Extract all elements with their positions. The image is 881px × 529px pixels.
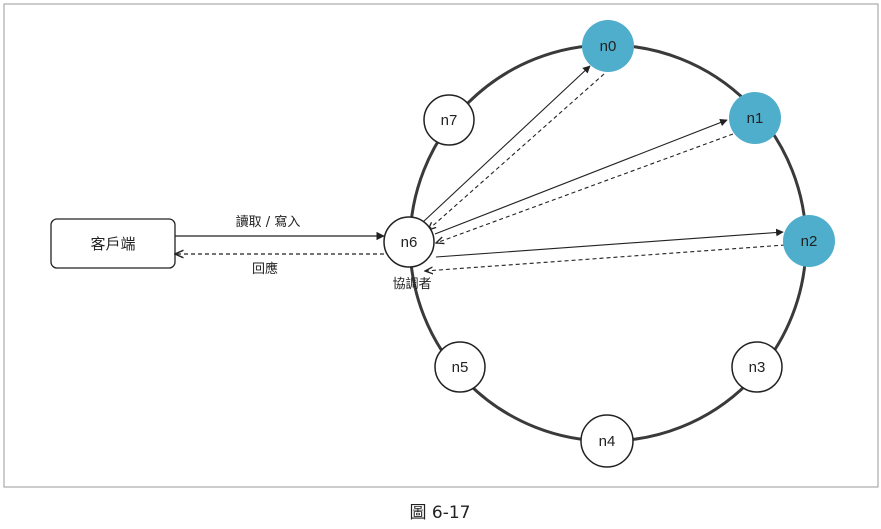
figure-caption: 圖 6-17 — [410, 503, 471, 523]
node-n0-circle — [582, 20, 634, 72]
node-n3-label: n3 — [749, 359, 766, 376]
node-n0: n0 — [582, 20, 634, 72]
request-label: 讀取 / 寫入 — [236, 214, 301, 230]
node-n2-label: n2 — [801, 233, 818, 250]
node-n5-label: n5 — [452, 359, 469, 376]
node-n1: n1 — [729, 92, 781, 144]
request-arrow-n0 — [422, 65, 591, 223]
node-n2: n2 — [783, 215, 835, 267]
node-n7-label: n7 — [441, 112, 458, 129]
node-n5-circle — [434, 341, 486, 393]
client-label: 客戶端 — [90, 236, 135, 253]
node-n2-circle — [783, 215, 835, 267]
node-n3-circle — [731, 341, 783, 393]
request-arrow-n1 — [434, 118, 728, 235]
node-n5: n5 — [434, 341, 486, 393]
node-n4-circle — [580, 414, 634, 468]
node-n4-label: n4 — [599, 433, 616, 450]
node-n0-label: n0 — [600, 38, 617, 55]
node-n6-coordinator: n6 — [383, 216, 435, 268]
response-arrow-n1 — [436, 133, 734, 243]
node-n1-circle — [729, 92, 781, 144]
client-box: 客戶端 — [50, 218, 176, 269]
coordinator-label: 協調者 — [392, 277, 431, 292]
request-arrow-n2 — [435, 228, 784, 258]
node-n1-label: n1 — [747, 110, 764, 127]
node-n6-label: n6 — [401, 234, 418, 251]
response-label: 回應 — [252, 261, 278, 277]
node-n4: n4 — [580, 414, 634, 468]
node-n3: n3 — [731, 341, 783, 393]
node-n6-circle — [383, 216, 435, 268]
node-n7-circle — [423, 94, 475, 146]
node-n7: n7 — [423, 94, 475, 146]
